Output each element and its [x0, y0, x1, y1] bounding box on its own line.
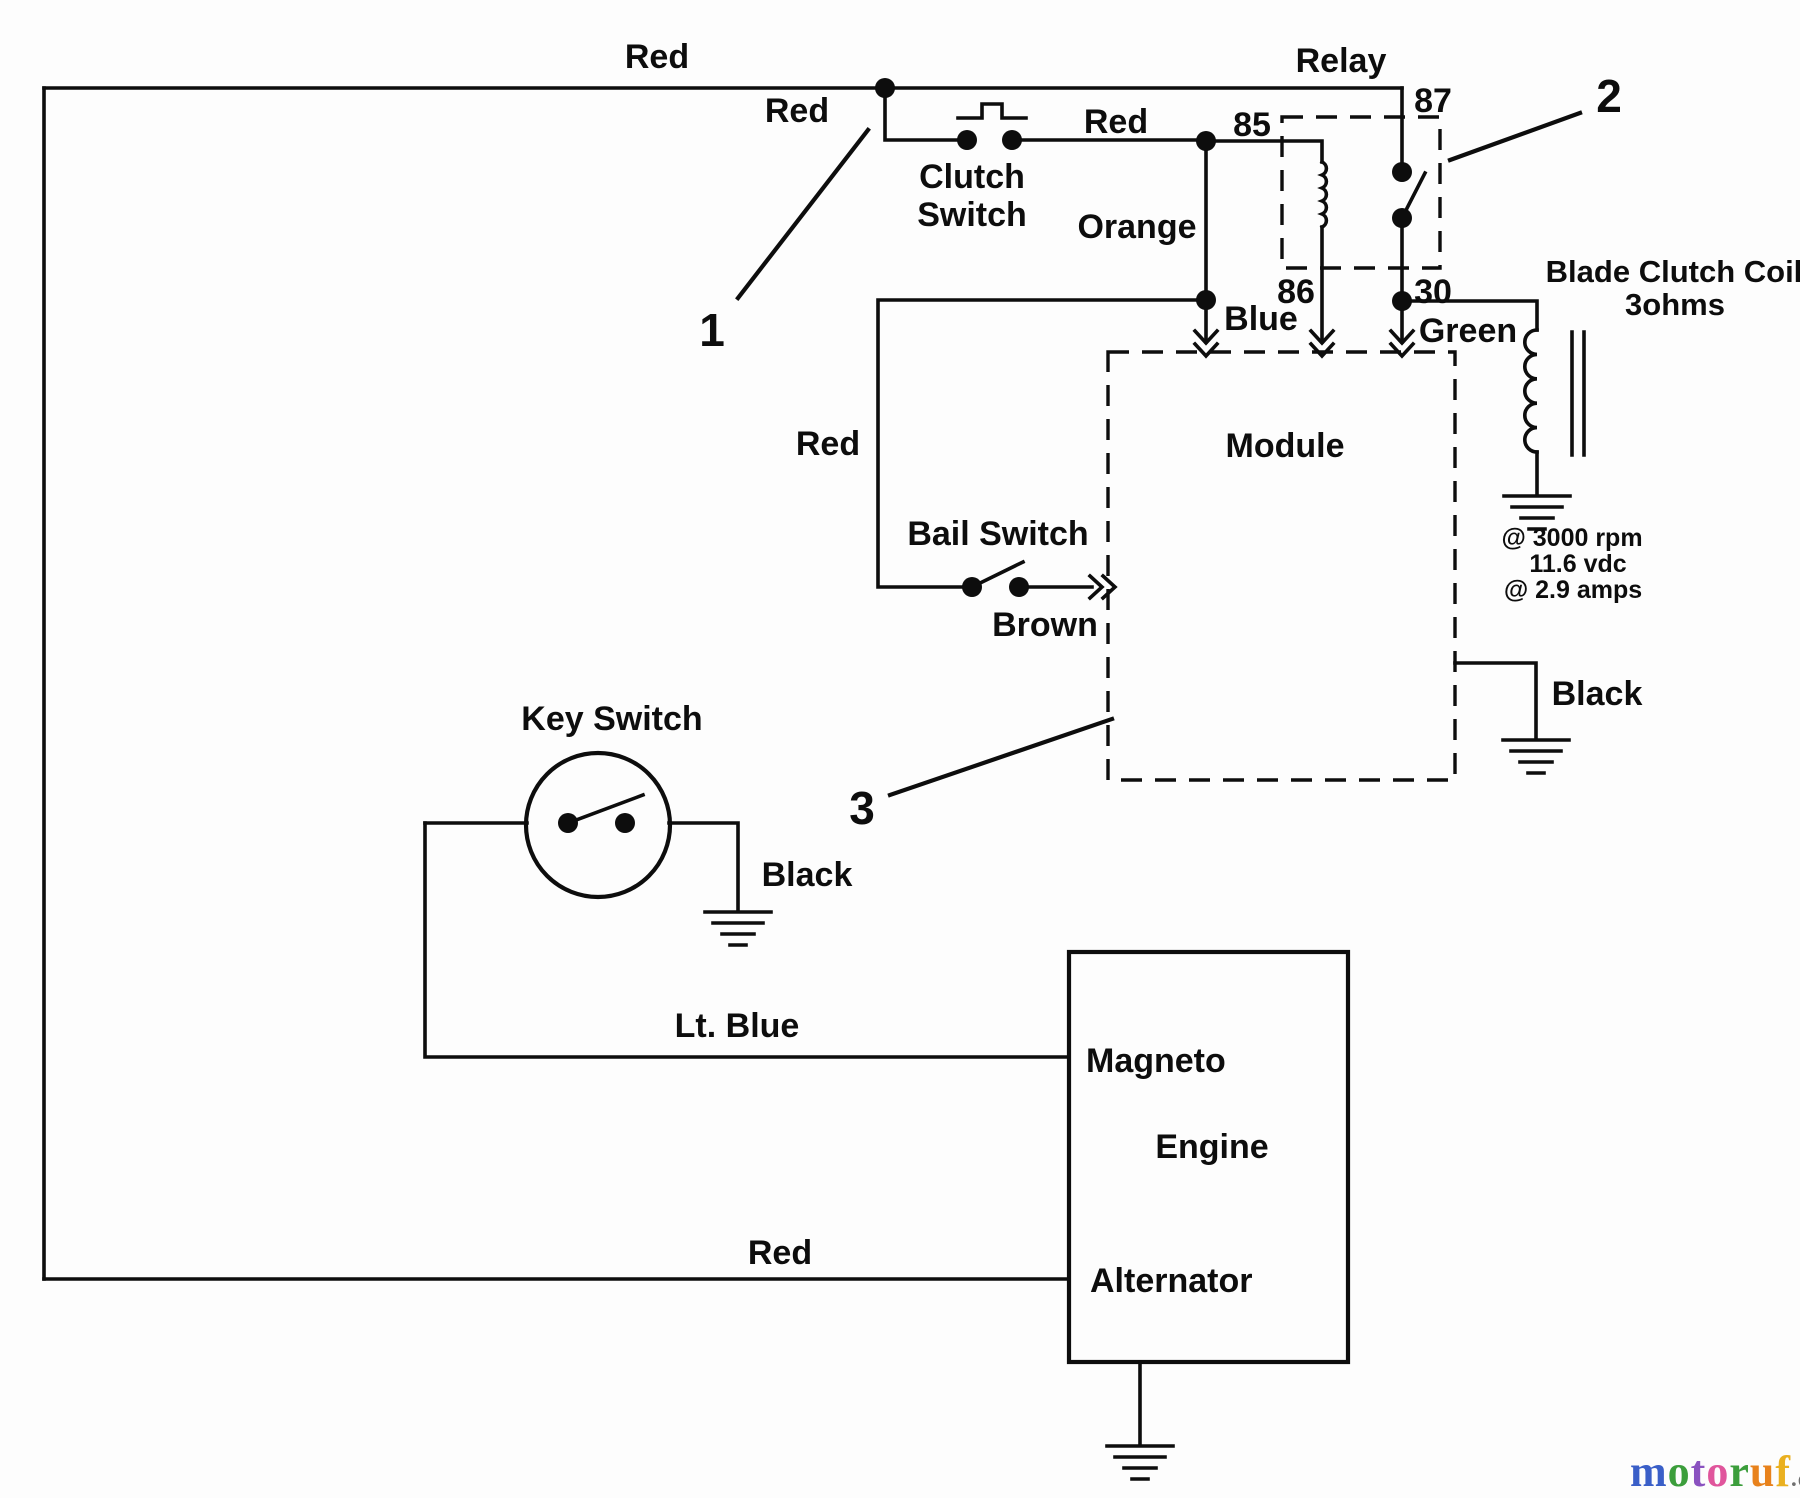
- key-switch-black-wire: [667, 821, 740, 912]
- green-arrowhead: [1388, 328, 1416, 346]
- label-clutch-switch-2: Switch: [917, 196, 1027, 234]
- label-key-switch: Key Switch: [521, 700, 702, 738]
- key-switch-blade: [565, 792, 646, 826]
- label-pin-87: 87: [1414, 82, 1452, 120]
- label-red-junction: Red: [765, 92, 829, 130]
- relay-coil: [1317, 159, 1329, 230]
- brown-arrowhead: [1087, 573, 1105, 601]
- relay-box: [1280, 115, 1442, 270]
- motoruf-logo[interactable]: motoruf.de: [1630, 1446, 1800, 1498]
- callout-1-leader: [735, 127, 871, 301]
- label-coil-spec-2: 11.6 vdc: [1529, 550, 1626, 578]
- module-black-wire: [1453, 661, 1538, 740]
- junction-dots: [558, 78, 1412, 833]
- outer-red-loop-wire: [42, 86, 1404, 1281]
- label-blade-clutch-coil-2: 3ohms: [1625, 287, 1725, 322]
- coil-core-bars: [1570, 330, 1586, 457]
- label-pin-30: 30: [1414, 273, 1452, 311]
- label-coil-spec-1: @ 3000 rpm: [1501, 524, 1642, 552]
- clutch-switch-button-cap: [956, 102, 1028, 120]
- logo-letter: o: [1667, 1447, 1691, 1496]
- label-red-top: Red: [625, 38, 689, 76]
- label-magneto: Magneto: [1086, 1042, 1226, 1080]
- label-orange: Orange: [1077, 208, 1196, 246]
- label-pin-86: 86: [1277, 273, 1315, 311]
- module-input-arrows: [1087, 328, 1416, 601]
- callout-2-leader: [1447, 110, 1583, 163]
- label-bail-switch: Bail Switch: [907, 515, 1088, 553]
- label-clutch-switch-1: Clutch: [919, 158, 1025, 196]
- label-relay: Relay: [1296, 42, 1387, 80]
- label-pin-85: 85: [1233, 106, 1271, 144]
- logo-suffix: .de: [1790, 1466, 1800, 1491]
- label-module: Module: [1226, 427, 1345, 465]
- label-blade-clutch-coil-1: Blade Clutch Coil: [1546, 254, 1800, 289]
- label-brown: Brown: [992, 606, 1098, 644]
- label-black-key: Black: [762, 856, 853, 894]
- engine-ground-symbol: [1105, 1444, 1175, 1481]
- logo-letter: m: [1630, 1447, 1668, 1496]
- label-engine: Engine: [1155, 1128, 1268, 1166]
- blue-arrowhead: [1192, 328, 1220, 346]
- lt-blue-wire: [423, 821, 1071, 1059]
- callout-3: 3: [849, 782, 875, 834]
- key-switch-body: [523, 750, 673, 900]
- engine-box: [1066, 949, 1351, 1365]
- label-green: Green: [1419, 312, 1517, 350]
- logo-letter: r: [1729, 1447, 1750, 1496]
- red-to-bail-wire: [876, 298, 1208, 589]
- coil-ground-symbol: [1502, 494, 1572, 531]
- 86-arrowhead: [1308, 328, 1336, 346]
- logo-letter: u: [1749, 1447, 1776, 1496]
- key-ground-symbol: [703, 910, 773, 947]
- callout-3-leader: [887, 716, 1115, 798]
- module-ground-symbol: [1501, 738, 1571, 775]
- logo-letter: t: [1690, 1447, 1707, 1496]
- label-alternator: Alternator: [1090, 1262, 1252, 1300]
- junction-to-clutch-wire: [883, 86, 969, 142]
- module-box: [1106, 350, 1457, 782]
- logo-letter: f: [1775, 1447, 1791, 1496]
- coil-feed-wire: [1400, 299, 1539, 332]
- label-red-clutch: Red: [1084, 103, 1148, 141]
- blade-clutch-coil: [1523, 328, 1539, 454]
- callout-2: 2: [1596, 70, 1622, 122]
- label-red-bail: Red: [796, 425, 860, 463]
- label-lt-blue: Lt. Blue: [675, 1007, 800, 1045]
- label-blue: Blue: [1224, 300, 1298, 338]
- logo-letter: o: [1706, 1447, 1730, 1496]
- label-red-bottom: Red: [748, 1234, 812, 1272]
- callout-1: 1: [699, 304, 725, 356]
- label-coil-spec-3: @ 2.9 amps: [1504, 576, 1642, 604]
- pin85-to-coil-wire: [1204, 139, 1324, 164]
- label-black-module: Black: [1552, 675, 1643, 713]
